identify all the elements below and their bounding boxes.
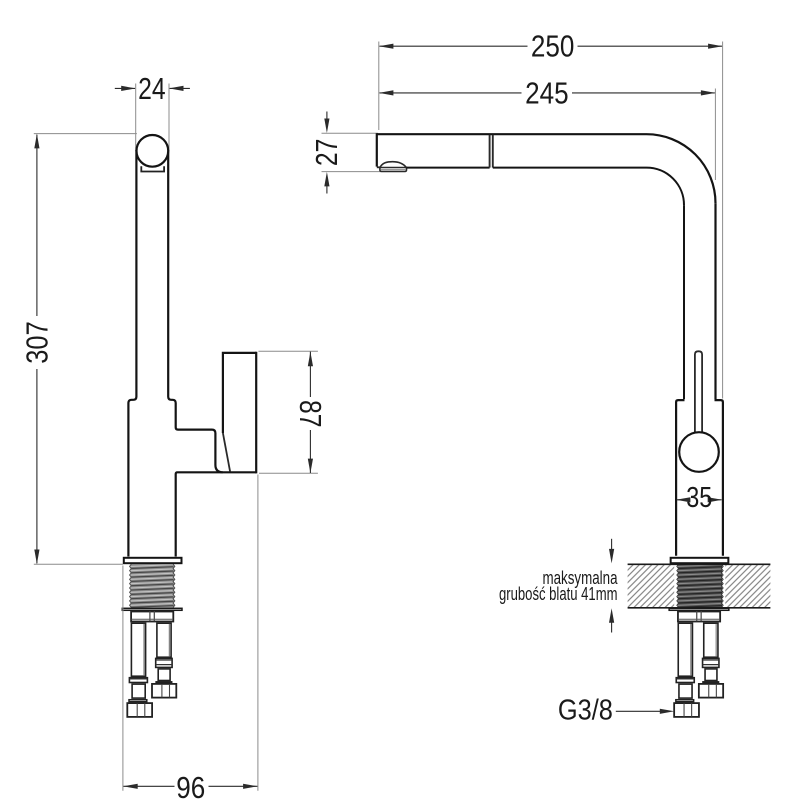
svg-text:245: 245 — [525, 75, 569, 110]
svg-text:250: 250 — [531, 29, 575, 64]
svg-text:87: 87 — [293, 400, 328, 428]
svg-text:27: 27 — [309, 139, 344, 167]
svg-text:24: 24 — [138, 71, 166, 106]
svg-text:maksymalna: maksymalna — [543, 568, 619, 588]
svg-text:307: 307 — [19, 321, 54, 364]
svg-text:grubość blatu 41mm: grubość blatu 41mm — [499, 584, 618, 604]
svg-text:35: 35 — [686, 482, 712, 514]
svg-text:G3/8: G3/8 — [558, 694, 613, 726]
svg-text:96: 96 — [176, 770, 205, 800]
